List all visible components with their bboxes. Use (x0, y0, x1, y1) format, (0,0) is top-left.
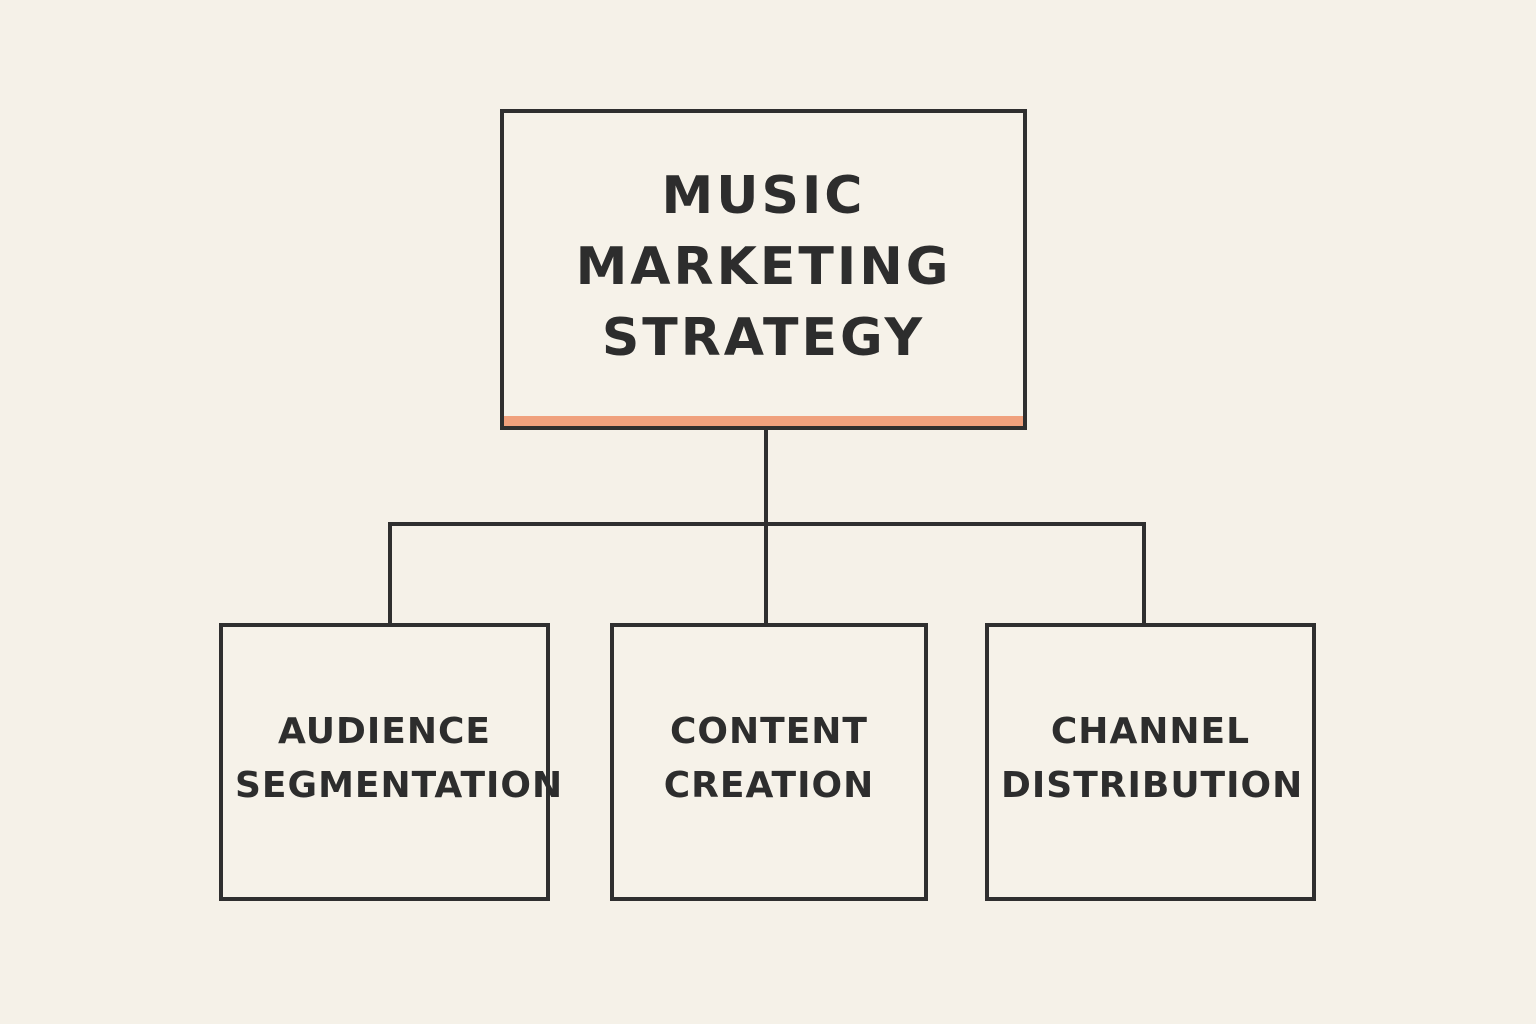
root-node: MUSIC MARKETING STRATEGY (500, 109, 1027, 430)
child-line-1: CHANNEL (1050, 711, 1251, 752)
child-node-channel-distribution: CHANNEL DISTRIBUTION (985, 623, 1316, 901)
child-line-1: AUDIENCE (278, 711, 491, 752)
root-line-3: STRATEGY (601, 308, 926, 368)
connector-root-vertical (764, 428, 768, 526)
child-line-2: SEGMENTATION (235, 765, 564, 806)
root-accent-bar (504, 416, 1023, 426)
root-line-2: MARKETING (575, 237, 952, 297)
root-line-1: MUSIC (661, 166, 866, 226)
child-line-1: CONTENT (670, 711, 868, 752)
root-title: MUSIC MARKETING STRATEGY (504, 161, 1023, 374)
child-title: CHANNEL DISTRIBUTION (989, 705, 1312, 813)
connector-right-vertical (1142, 522, 1146, 626)
connector-middle-vertical (764, 522, 768, 626)
child-title: CONTENT CREATION (614, 705, 924, 813)
child-title: AUDIENCE SEGMENTATION (223, 705, 564, 813)
child-node-content-creation: CONTENT CREATION (610, 623, 928, 901)
child-line-2: CREATION (663, 765, 875, 806)
connector-left-vertical (388, 522, 392, 626)
child-node-audience-segmentation: AUDIENCE SEGMENTATION (219, 623, 564, 901)
child-line-2: DISTRIBUTION (1001, 765, 1304, 806)
